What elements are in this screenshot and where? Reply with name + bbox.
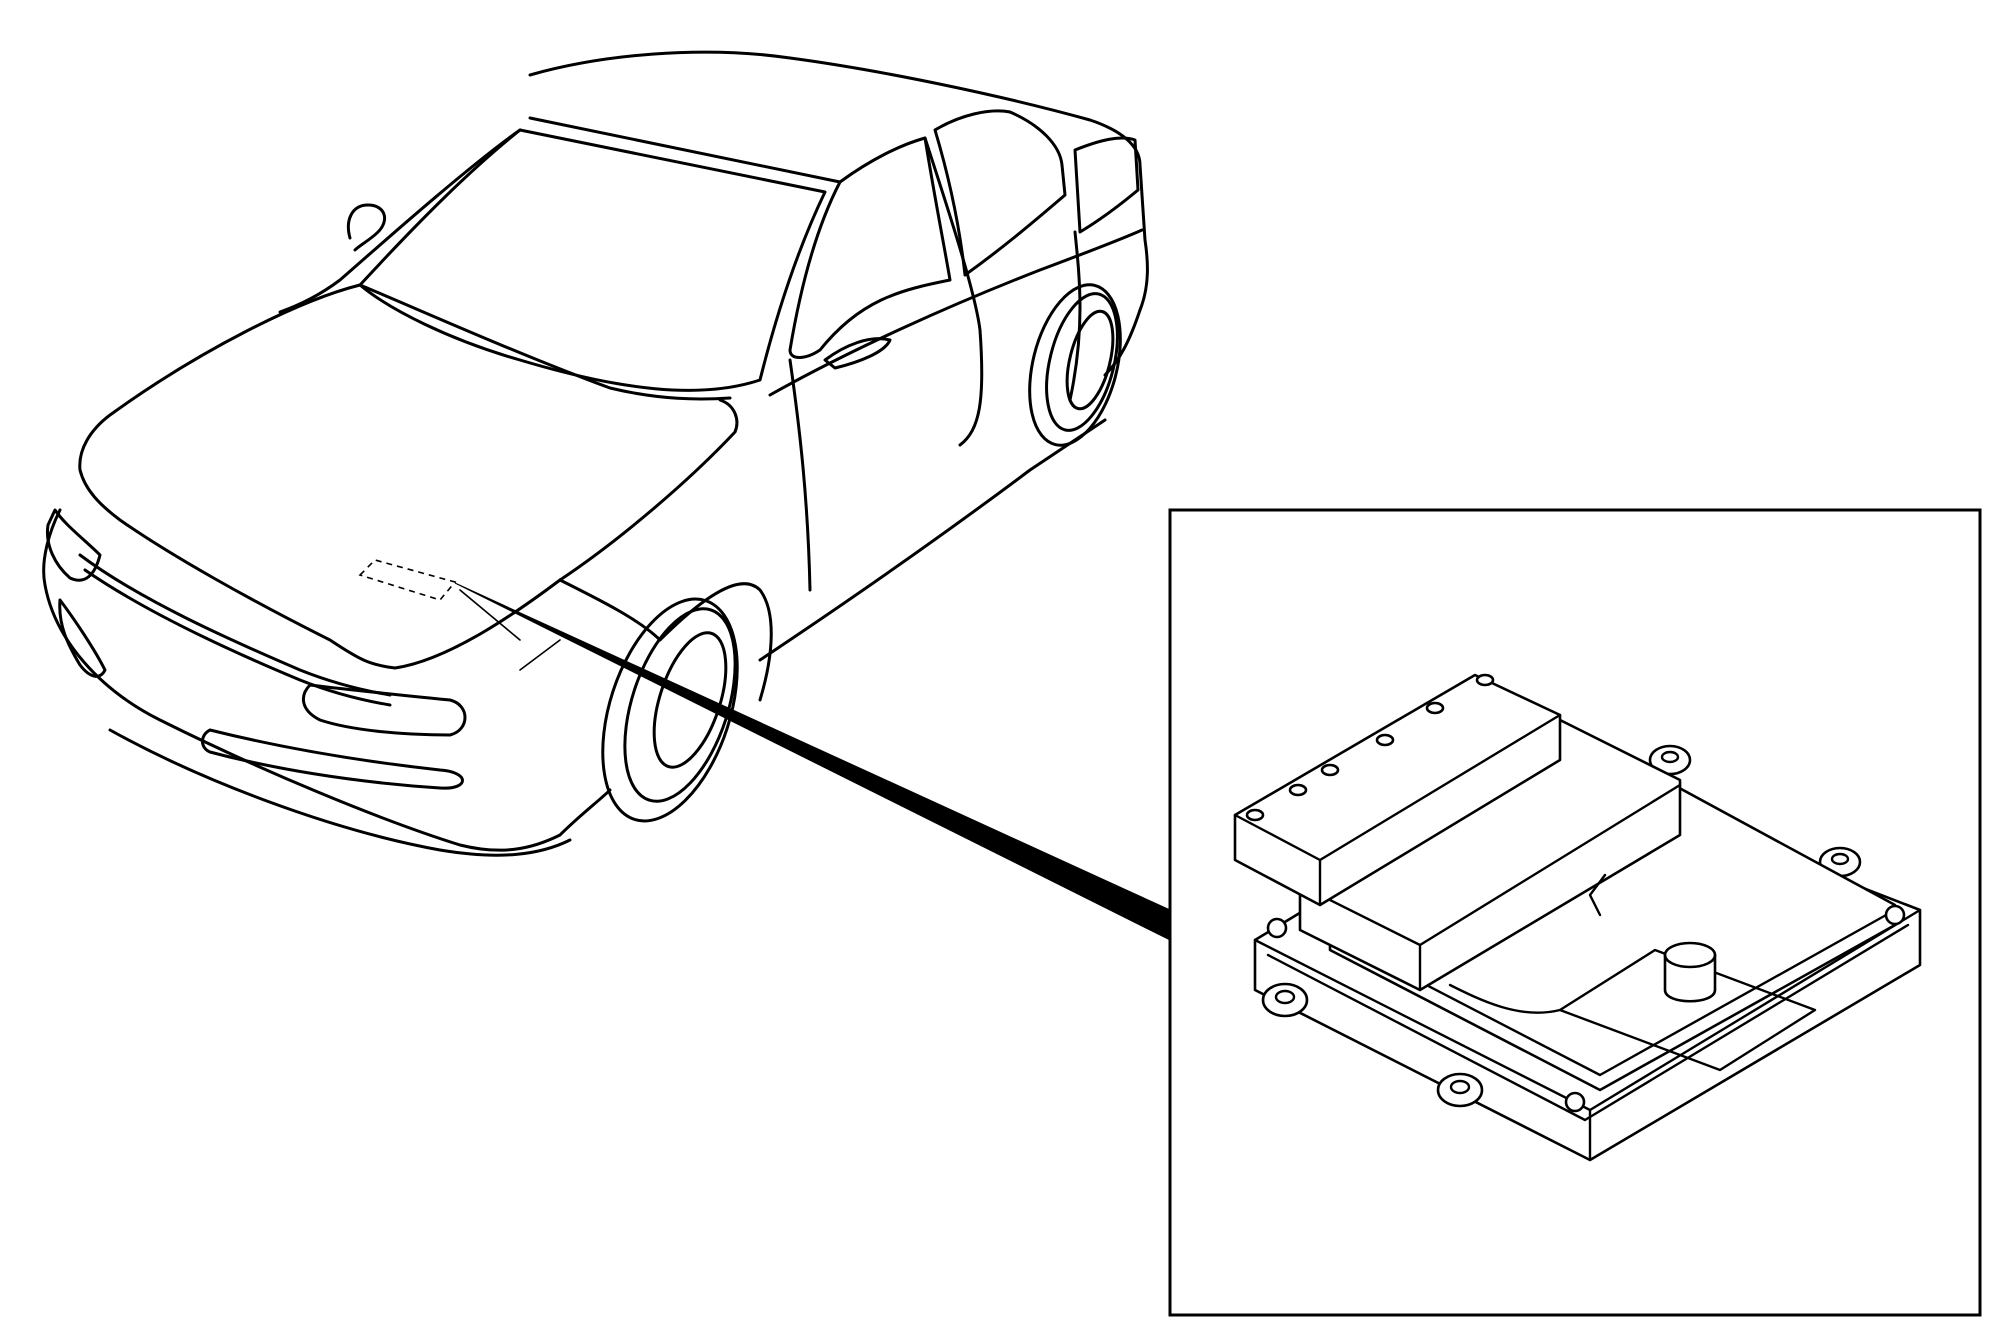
rear-door-edge bbox=[1068, 230, 1082, 402]
headlight-left bbox=[45, 508, 102, 582]
b-pillar bbox=[923, 136, 984, 447]
left-side-marker bbox=[58, 598, 107, 678]
leader-wedge bbox=[454, 582, 1171, 941]
rear-bumper bbox=[1103, 308, 1142, 377]
rear-door-window bbox=[933, 109, 1067, 277]
front-fender bbox=[558, 578, 773, 702]
recessed-pad bbox=[1558, 948, 1817, 1072]
capacitor-cylinder bbox=[1663, 941, 1717, 1003]
grille-lower bbox=[83, 568, 392, 707]
bumper-bottom bbox=[108, 728, 572, 857]
control-module bbox=[1233, 673, 1922, 1162]
connector-pin bbox=[1245, 673, 1495, 822]
headlight-right bbox=[301, 683, 467, 737]
mounting-ear bbox=[1261, 982, 1309, 1018]
grille-upper bbox=[78, 553, 392, 697]
hood bbox=[78, 283, 739, 670]
detail-frame bbox=[1168, 508, 1982, 1317]
hood-rear-edge bbox=[358, 283, 732, 401]
side-mirror bbox=[346, 203, 387, 252]
front-wheel bbox=[601, 597, 739, 823]
a-pillar bbox=[278, 128, 522, 314]
fender-crease bbox=[519, 639, 561, 671]
front-door-window bbox=[788, 136, 952, 359]
door-handle bbox=[823, 337, 892, 370]
lower-vent bbox=[201, 728, 464, 790]
rear-quarter-window bbox=[1073, 136, 1140, 234]
connector-block bbox=[1233, 673, 1562, 907]
body-side-line bbox=[768, 228, 1144, 397]
pointer-thin bbox=[459, 589, 521, 641]
screw bbox=[1884, 904, 1906, 926]
front-door-edge bbox=[788, 358, 812, 592]
mounting-ear bbox=[1436, 1072, 1484, 1108]
windshield-inner bbox=[528, 116, 842, 184]
windshield bbox=[358, 128, 827, 392]
screw bbox=[1564, 1091, 1586, 1113]
front-fascia bbox=[42, 508, 612, 852]
car-roof bbox=[528, 50, 1149, 312]
screw bbox=[1266, 917, 1288, 939]
component-location-outline bbox=[358, 559, 457, 601]
car-illustration bbox=[42, 50, 1149, 857]
rear-wheel bbox=[1028, 283, 1122, 447]
rocker-panel bbox=[758, 418, 1107, 662]
